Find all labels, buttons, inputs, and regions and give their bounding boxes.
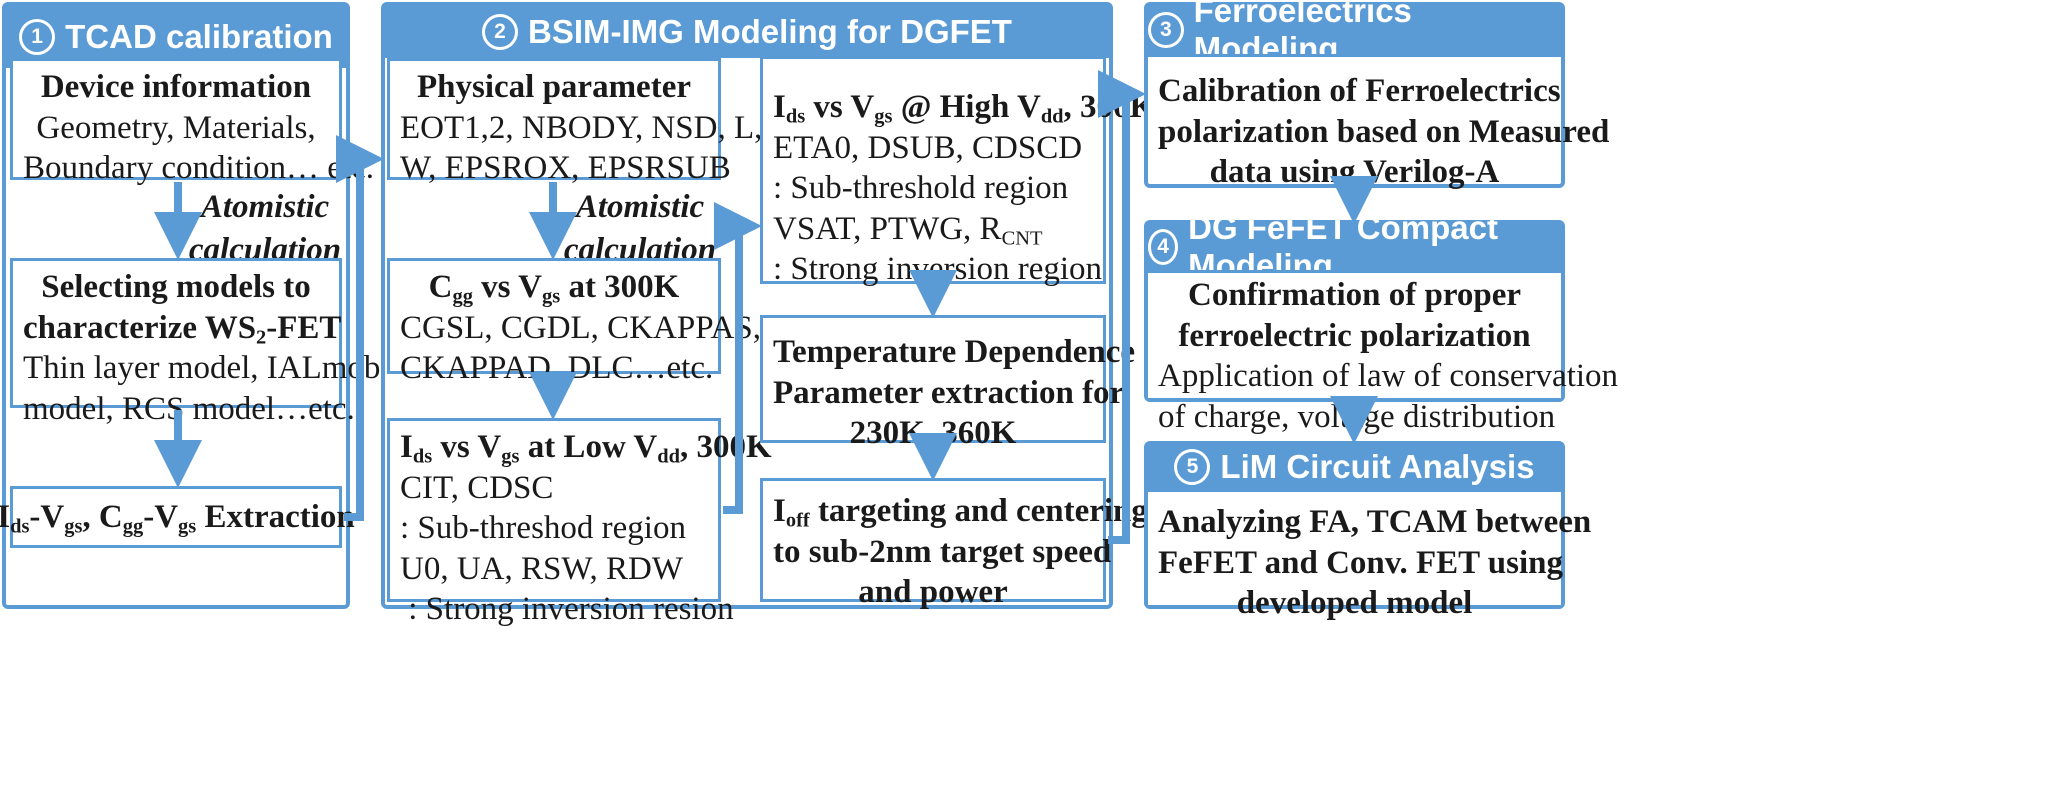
text-part: targeting and centering [809,493,1148,529]
tcad-calibration-header: 1 TCAD calibration [6,6,346,68]
subscript: ds [785,105,806,128]
low-vdd-line: U0, UA, RSW, RDW [400,550,683,587]
text-part: at Low V [519,429,658,465]
lim-circuit-analysis-panel: 5 LiM Circuit Analysis Analyzing FA, TCA… [1144,441,1592,621]
subscript: gs [501,445,520,468]
low-vdd-line: : Sub-threshod region [400,510,686,547]
physical-parameter-title: Physical parameter [416,69,691,105]
subscript: ds [10,515,30,538]
step-number-1: 1 [19,19,56,55]
physical-parameter-line: W, EPSROX, EPSRSUB [400,150,731,187]
step-number-2: 2 [482,14,519,50]
step-number-5: 5 [1174,449,1211,485]
high-vdd-line: : Sub-threshold region [773,170,1069,207]
subscript: dd [657,445,680,468]
subscript: off [785,509,810,532]
text-part: C [428,269,453,305]
bsim-img-modeling-title: BSIM-IMG Modeling for DGFET [528,13,1012,50]
subscript: gg [452,285,473,308]
physical-parameter-box: Physical parameter EOT1,2, NBODY, NSD, L… [387,58,763,186]
subscript: gs [178,515,197,538]
ioff-targeting-line: Ioff targeting and centering [773,491,1148,532]
cgg-parameter-line: CGSL, CGDL, CKAPPAS, [400,309,761,346]
text-part: at 300K [560,269,680,305]
tcad-calibration-title: TCAD calibration [65,18,333,55]
arrow-panel2-to-panel3 [1098,70,1146,544]
selecting-models-box: Selecting models to characterize WS2-FET… [10,258,381,427]
ferroelectrics-modeling-panel: 3 Ferroelectrics Modeling Calibration of… [1144,0,1610,190]
text-part: I [400,429,413,465]
atomistic-label-line: Atomistic [200,189,330,225]
step-number-3: 3 [1148,12,1184,48]
lim-circuit-analysis-title: LiM Circuit Analysis [1220,448,1535,485]
low-vdd-line: CIT, CDSC [400,469,554,506]
temperature-line: Parameter extraction for [773,374,1125,411]
ids-vgs-cgg-vgs-extraction-box: Ids-Vgs, Cgg-Vgs Extraction [0,486,355,548]
ioff-targeting-line: to sub-2nm target speed [773,533,1112,570]
compact-modeling-title: ferroelectric polarization [1178,317,1531,354]
device-information-line: Boundary condition… etc. [23,150,375,187]
high-vdd-line: VSAT, PTWG, RCNT [773,209,1093,250]
ioff-targeting-line: and power [858,574,1008,611]
text-part: I [773,89,786,125]
selecting-models-line: model, RCS model…etc. [23,390,355,427]
arrow-low-vdd-to-high-vdd [714,202,762,514]
bsim-img-modeling-header: 2 BSIM-IMG Modeling for DGFET [385,6,1109,58]
high-vdd-line: ETA0, DSUB, CDSCD [773,129,1083,166]
text-part: , C [82,498,123,535]
ioff-targeting-box: Ioff targeting and centering to sub-2nm … [760,478,1148,610]
text-part: I [0,498,11,535]
title-part: -FET [266,309,342,346]
text-part: @ High V [892,89,1041,125]
text-part: I [773,493,786,529]
subscript: gs [64,515,83,538]
subscript: gs [542,285,561,308]
lim-analysis-line: Analyzing FA, TCAM between [1158,504,1592,540]
arrow-panel1-to-panel2 [336,135,384,521]
ferroelectrics-calibration-box: Calibration of Ferroelectrics polarizati… [1148,54,1610,190]
text-part: vs V [432,429,502,465]
ids-vs-vgs-low-vdd-box: Ids vs Vgs at Low Vdd, 300K CIT, CDSC : … [387,418,772,627]
lim-circuit-analysis-header: 5 LiM Circuit Analysis [1148,445,1561,489]
device-information-box: Device information Geometry, Materials, … [10,58,374,186]
text-part: VSAT, PTWG, R [773,210,1002,247]
selecting-models-line: Thin layer model, IALmob [23,350,381,387]
step-number-4: 4 [1148,229,1179,265]
selecting-models-title: characterize WS2-FET [23,308,341,349]
device-information-title: Device information [40,69,312,105]
selecting-models-title: Selecting models to [41,269,311,305]
atomistic-label-line: Atomistic [575,189,705,225]
text-part: vs V [805,89,875,125]
temperature-line: Temperature Dependence [773,334,1136,370]
text-part: vs V [472,269,542,305]
tcad-calibration-panel: 1 TCAD calibration [2,2,350,609]
ferroelectrics-line: Calibration of Ferroelectrics [1158,73,1561,109]
text-part: Extraction [196,498,355,535]
text-part: , 300K [680,429,772,465]
title-part: characterize WS [23,309,257,346]
subscript: ds [412,445,433,468]
physical-parameter-line: EOT1,2, NBODY, NSD, L, [400,109,763,146]
lim-analysis-line: developed model [1236,585,1473,622]
bsim-img-modeling-panel: 2 BSIM-IMG Modeling for DGFET [381,2,1113,609]
lim-analysis-box: Analyzing FA, TCAM between FeFET and Con… [1148,489,1592,621]
ferroelectrics-line: polarization based on Measured [1158,113,1610,150]
text-part: -V [29,498,65,535]
text-part: -V [143,498,179,535]
dg-fefet-compact-modeling-header: 4 DG FeFET Compact Modeling [1148,209,1561,284]
ferroelectrics-modeling-header: 3 Ferroelectrics Modeling [1148,0,1561,67]
ids-vs-vgs-low-vdd-title: Ids vs Vgs at Low Vdd, 300K [400,427,772,468]
extraction-text: Ids-Vgs, Cgg-Vgs Extraction [0,497,355,538]
subscript: gg [122,515,144,538]
device-information-line: Geometry, Materials, [36,109,316,146]
subscript: CNT [1001,227,1043,250]
compact-modeling-line: Application of law of conservation [1158,358,1619,395]
lim-analysis-line: FeFET and Conv. FET using [1158,544,1564,581]
cgg-vs-vgs-title: Cgg vs Vgs at 300K [400,267,708,308]
subscript: gs [874,105,893,128]
compact-modeling-title: Confirmation of proper [1187,277,1522,313]
subscript: dd [1040,105,1064,128]
subscript: 2 [256,326,267,349]
